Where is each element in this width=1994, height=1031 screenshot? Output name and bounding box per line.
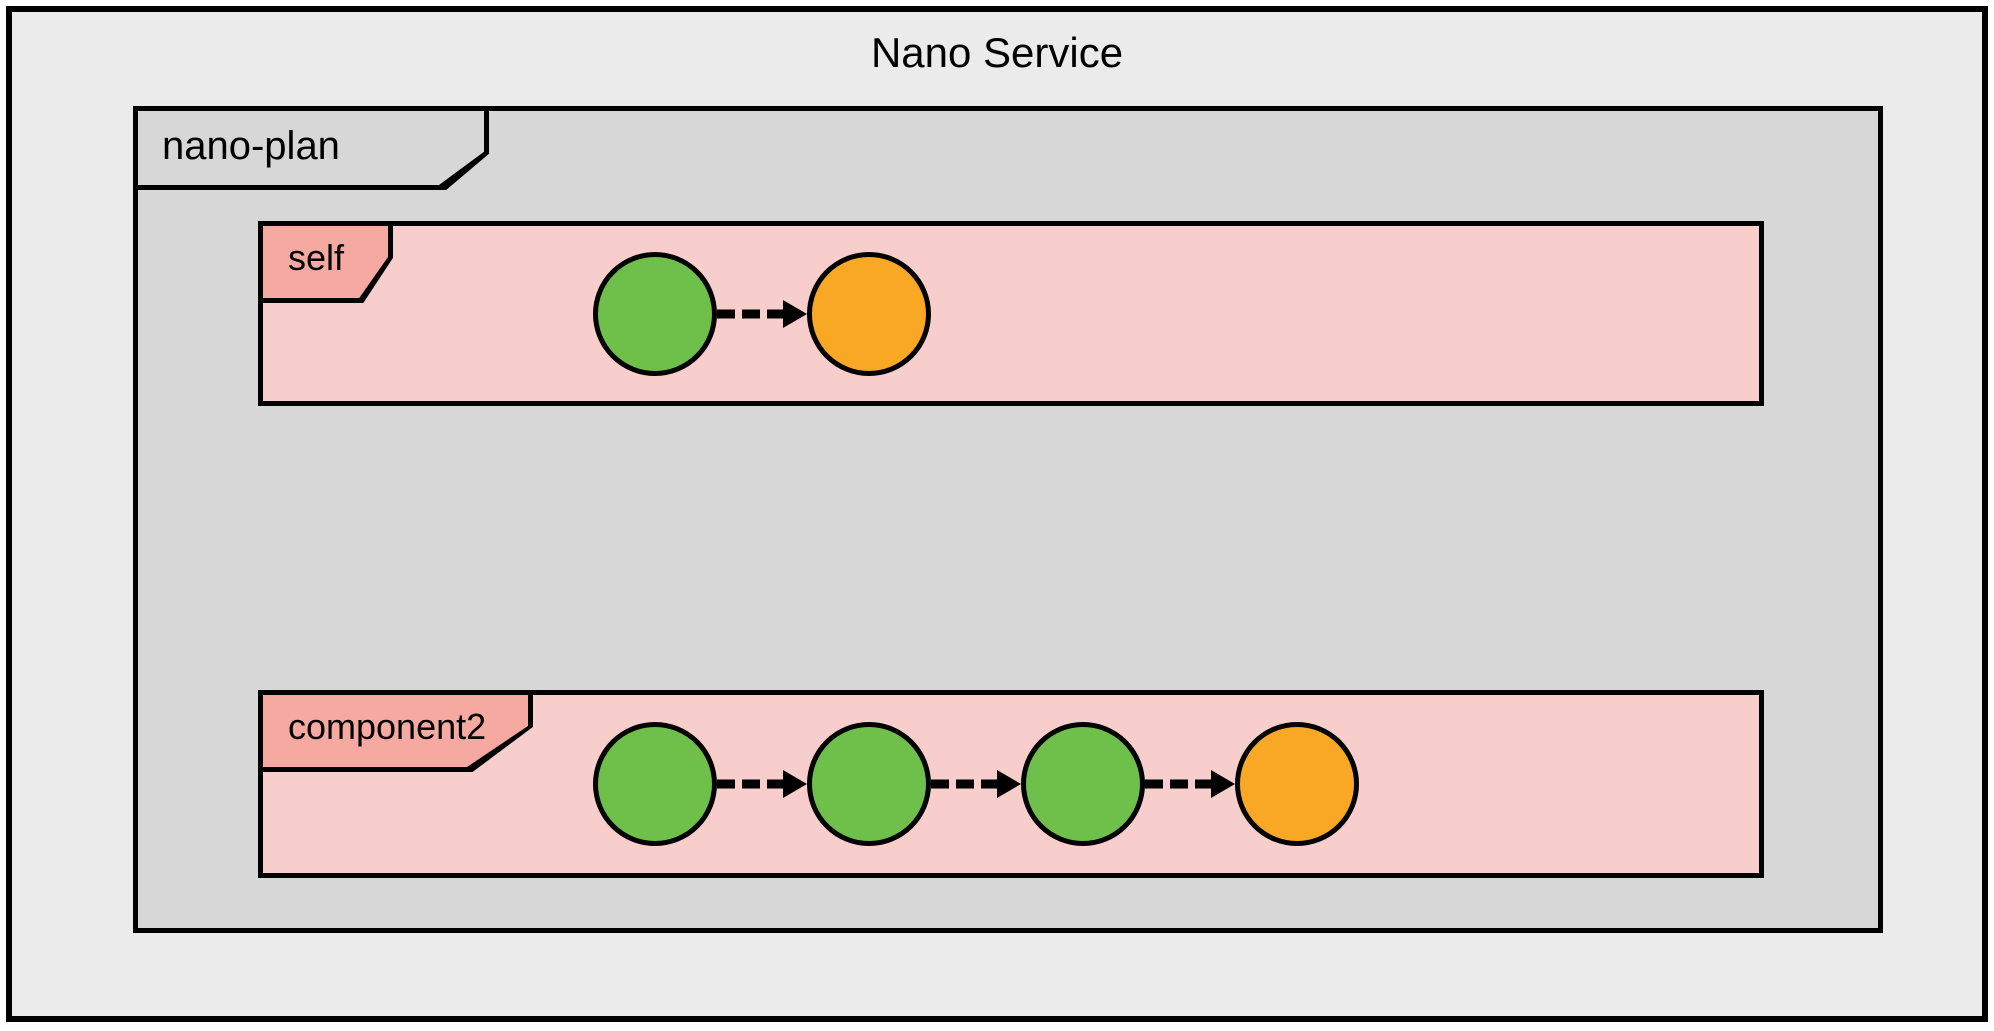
dashed-line-icon <box>931 779 999 789</box>
component2-node-2[interactable] <box>807 722 931 846</box>
self-node-2[interactable] <box>807 251 931 376</box>
self-arrow-1 <box>717 299 807 328</box>
arrow-head-icon <box>783 770 807 798</box>
nano-service-container: Nano Service nano-plan self <box>6 6 1988 1022</box>
arrow-head-icon <box>1211 770 1235 798</box>
nano-plan-container: nano-plan self <box>133 106 1883 933</box>
component2-node-4[interactable] <box>1235 722 1359 846</box>
lane-component2: component2 <box>258 690 1764 878</box>
component2-arrow-1 <box>717 770 807 798</box>
arrow-head-icon <box>783 299 807 328</box>
component2-node-3[interactable] <box>1021 722 1145 846</box>
component2-node-1[interactable] <box>593 722 717 846</box>
dashed-line-icon <box>717 779 785 789</box>
self-node-1[interactable] <box>593 251 717 376</box>
dashed-line-icon <box>1145 779 1213 789</box>
page-title: Nano Service <box>870 29 1124 76</box>
lane-self-tab-fill <box>263 226 388 298</box>
lane-self-tab-label: self <box>288 237 345 278</box>
lane-self-flow <box>593 226 931 401</box>
dashed-line-icon <box>717 309 785 318</box>
lane-component2-tab: component2 <box>258 690 533 772</box>
nano-plan-tab-label: nano-plan <box>162 124 340 168</box>
nano-plan-tab: nano-plan <box>133 106 489 190</box>
nano-plan-tab-fill <box>138 111 484 185</box>
lane-component2-tab-label: component2 <box>288 706 487 747</box>
arrow-head-icon <box>997 770 1021 798</box>
lane-self: self <box>258 221 1764 406</box>
component2-arrow-2 <box>931 770 1021 798</box>
lane-component2-flow <box>593 695 1359 873</box>
lane-component2-tab-fill <box>263 695 528 767</box>
lane-self-tab: self <box>258 221 393 303</box>
component2-arrow-3 <box>1145 770 1235 798</box>
